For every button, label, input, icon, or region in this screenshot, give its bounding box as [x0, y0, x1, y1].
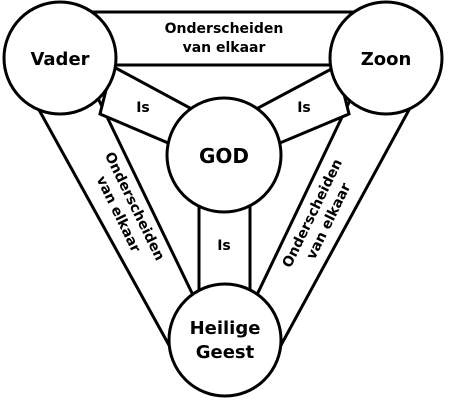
node-father — [2, 0, 118, 116]
node-son-label: Zoon — [361, 49, 412, 70]
node-spirit-label-line2: Geest — [196, 342, 255, 363]
node-god-label: GOD — [199, 144, 249, 168]
edge-father-god-label: Is — [136, 100, 150, 116]
edge-son-god-label: Is — [297, 100, 311, 116]
edge-father-son-label-line2: van elkaar — [183, 40, 266, 56]
edge-father-son-label-line1: Onderscheiden — [165, 21, 284, 37]
node-spirit — [167, 282, 283, 398]
node-spirit-label-line1: Heilige — [190, 318, 261, 339]
node-son — [328, 0, 444, 116]
node-god — [165, 96, 283, 214]
node-father-label: Vader — [30, 49, 89, 70]
edge-spirit-god-label: Is — [217, 238, 231, 254]
